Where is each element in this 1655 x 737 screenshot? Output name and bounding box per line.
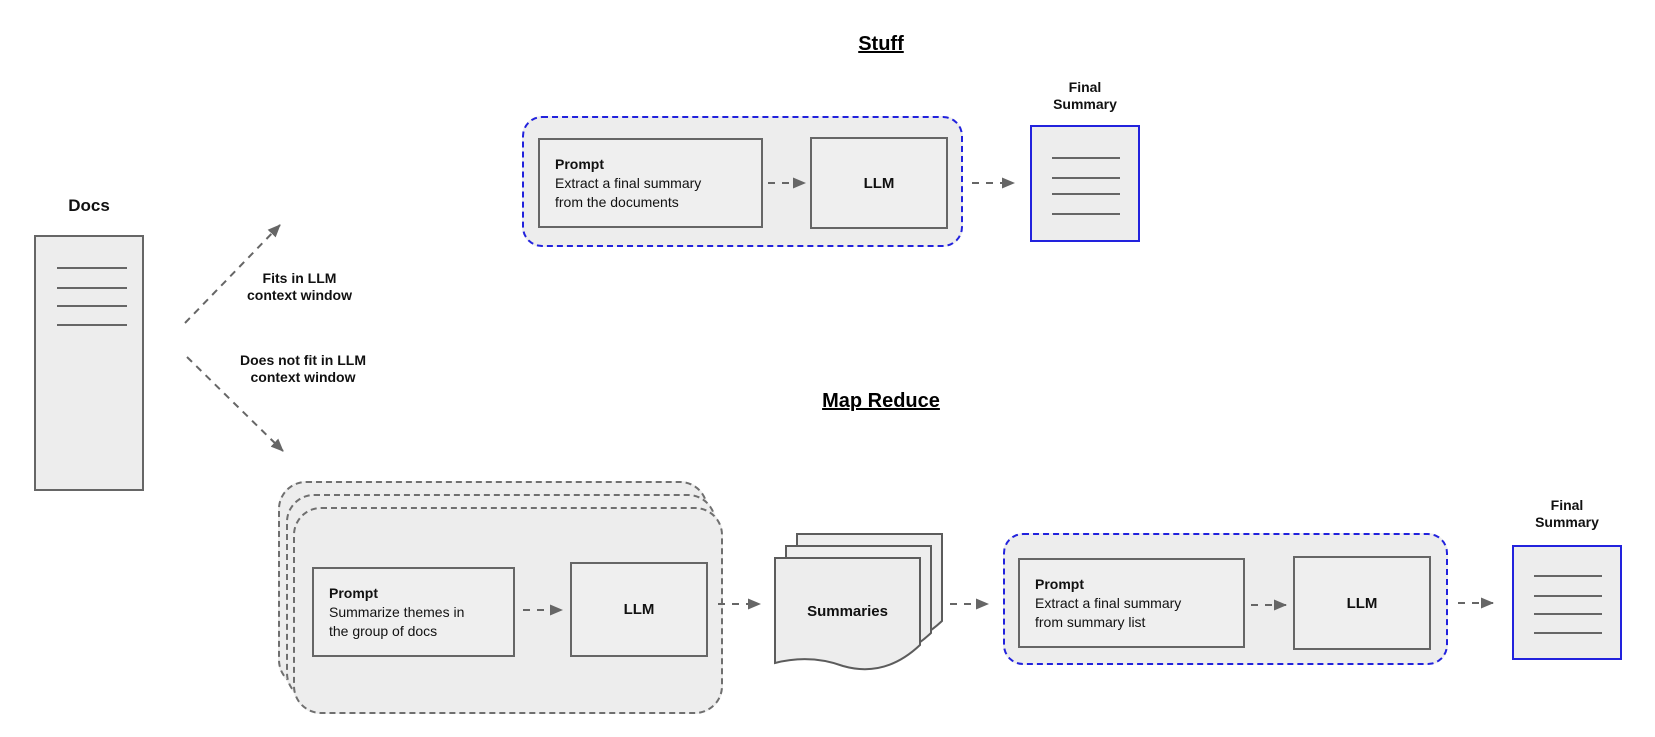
stuff-llm-label: LLM	[863, 174, 895, 192]
summaries-pages-icon	[774, 533, 943, 671]
reduce-final-summary-document	[1512, 545, 1622, 660]
doc-line	[1534, 613, 1602, 615]
docs-document-icon	[34, 235, 144, 491]
doc-line	[1052, 193, 1120, 195]
doc-line	[57, 305, 127, 307]
doc-line	[57, 267, 127, 269]
stuff-title: Stuff	[858, 33, 904, 55]
reduce-llm-box: LLM	[1293, 556, 1431, 650]
stuff-prompt-line2: from the documents	[555, 193, 679, 210]
branch-label-fits-line2: context window	[247, 287, 352, 303]
doc-line	[1052, 213, 1120, 215]
stuff-prompt-line1: Extract a final summary	[555, 174, 702, 191]
doc-line	[1534, 595, 1602, 597]
map-llm-box: LLM	[570, 562, 708, 657]
reduce-prompt-box: Prompt Extract a final summary from summ…	[1018, 558, 1245, 648]
summaries-label: Summaries	[807, 603, 888, 620]
reduce-final-label-line1: Final	[1550, 497, 1584, 513]
reduce-prompt-heading: Prompt	[1035, 575, 1084, 592]
stuff-final-label-line2: Summary	[1053, 96, 1117, 112]
reduce-prompt-line2: from summary list	[1035, 613, 1146, 630]
stuff-prompt-box: Prompt Extract a final summary from the …	[538, 138, 763, 228]
doc-line	[1534, 575, 1602, 577]
doc-line	[1052, 157, 1120, 159]
map-prompt-heading: Prompt	[329, 584, 378, 601]
branch-label-does-not-fit-line2: context window	[250, 369, 356, 385]
reduce-llm-label: LLM	[1346, 594, 1378, 612]
reduce-prompt-line1: Extract a final summary	[1035, 594, 1182, 611]
doc-line	[57, 324, 127, 326]
branch-label-does-not-fit-line1: Does not fit in LLM	[240, 352, 366, 368]
stuff-prompt-heading: Prompt	[555, 155, 604, 172]
branch-label-fits-line1: Fits in LLM	[262, 270, 337, 286]
map-prompt-line1: Summarize themes in	[329, 603, 465, 620]
map-llm-label: LLM	[623, 601, 655, 618]
map-prompt-box: Prompt Summarize themes in the group of …	[312, 567, 515, 657]
stuff-final-summary-document	[1030, 125, 1140, 242]
stuff-final-label-line1: Final	[1068, 79, 1102, 95]
doc-line	[1052, 177, 1120, 179]
doc-line	[57, 287, 127, 289]
map-prompt-line2: the group of docs	[329, 622, 438, 639]
branch-label-does-not-fit: Does not fit in LLM context window	[227, 352, 379, 386]
reduce-final-label-line2: Summary	[1535, 514, 1599, 530]
stuff-final-summary-label: Final Summary	[1035, 79, 1135, 113]
doc-line	[1534, 632, 1602, 634]
summaries-page-middle	[785, 545, 932, 659]
stuff-llm-box: LLM	[810, 137, 948, 229]
summaries-page-back	[796, 533, 943, 647]
map-reduce-title: Map Reduce	[822, 390, 940, 412]
docs-label: Docs	[68, 196, 110, 215]
branch-label-fits: Fits in LLM context window	[237, 270, 362, 304]
reduce-final-summary-label: Final Summary	[1517, 497, 1617, 531]
